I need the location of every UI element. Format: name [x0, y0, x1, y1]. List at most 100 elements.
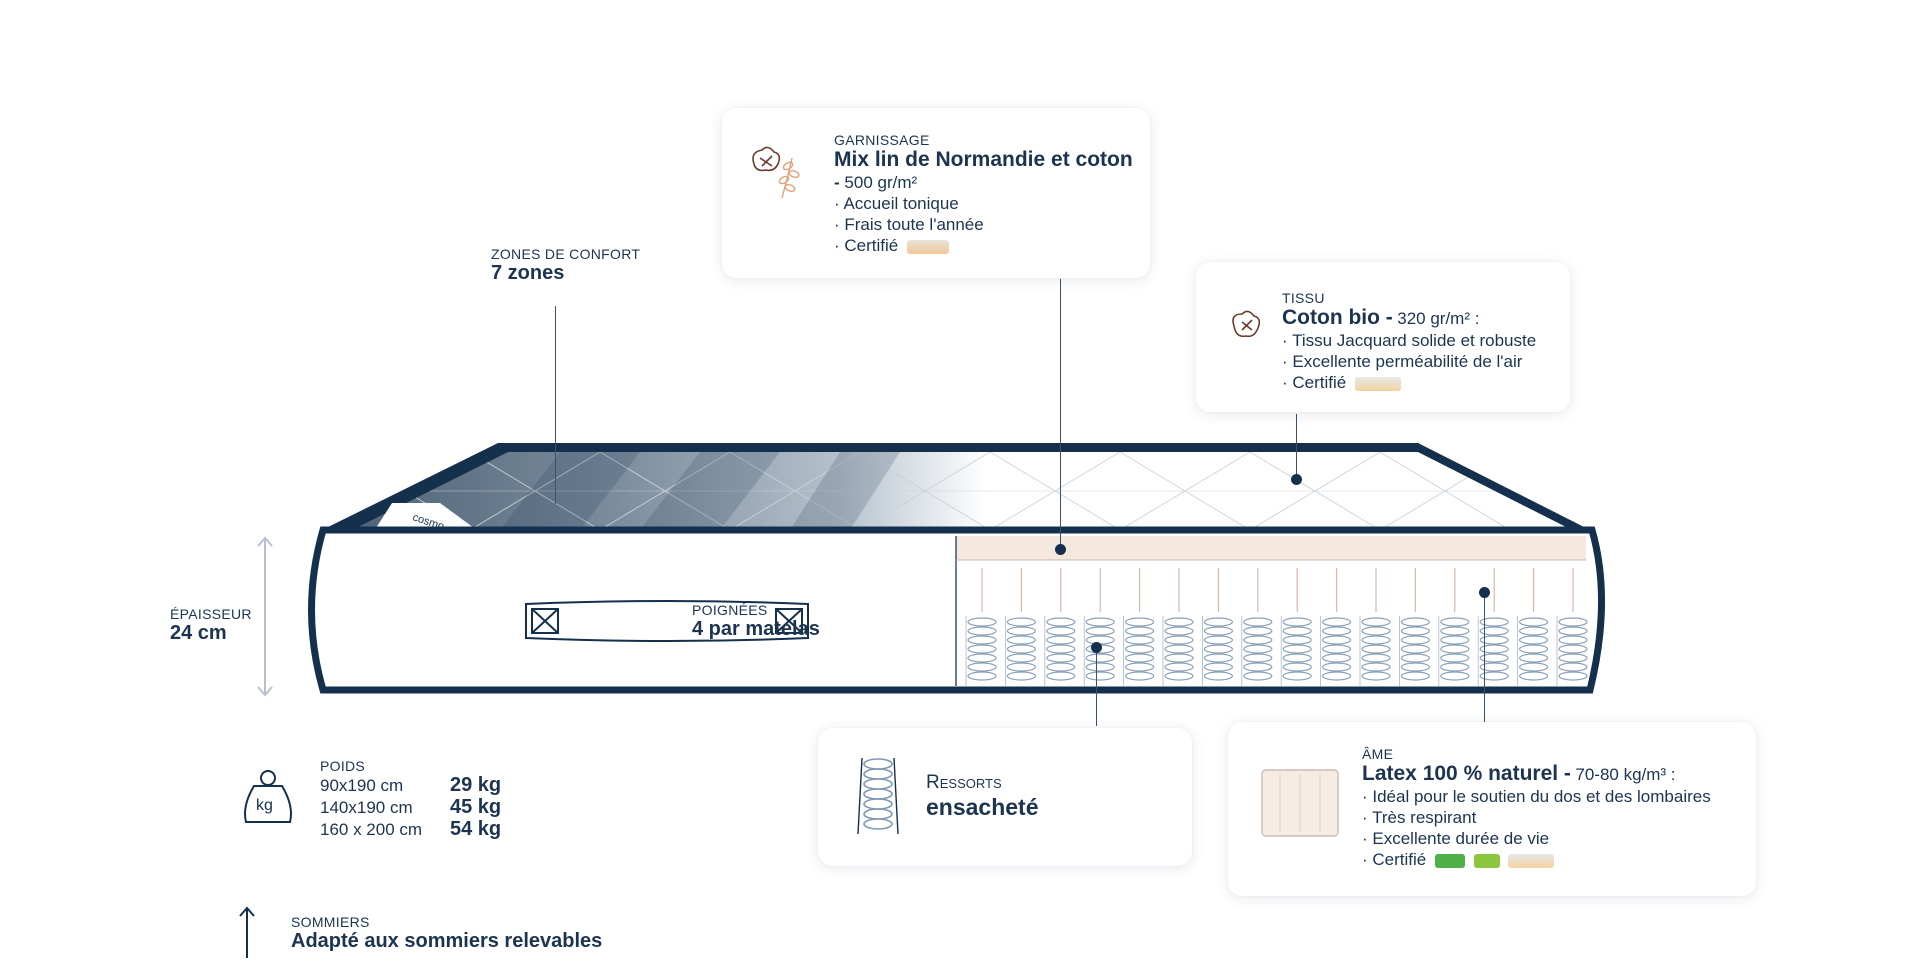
spring-coil [1518, 617, 1549, 627]
spring-coil [967, 653, 997, 663]
spring-coil [1203, 644, 1234, 654]
spring-coil [1518, 626, 1549, 636]
fabric-bullet-1: · Tissu Jacquard solide et robuste [1282, 331, 1537, 350]
springs-label: Ressorts [926, 772, 1002, 793]
spring-coil [1558, 653, 1588, 663]
spring-coil [1124, 626, 1155, 636]
spring-coil [1518, 662, 1549, 672]
spring-coil [1361, 653, 1391, 663]
spring-coil [1479, 635, 1509, 645]
cotton-flax-icon [752, 146, 800, 199]
spring-coil [1282, 671, 1312, 681]
spring-coil [1518, 644, 1549, 654]
fabric-leader [1296, 414, 1297, 480]
spring-coil [1440, 671, 1470, 681]
spring-coil [1282, 644, 1312, 654]
spring-coil [1518, 671, 1549, 681]
spring-coil [1124, 662, 1155, 672]
weight-row: 90x190 cm 29 kg [320, 774, 502, 796]
spring-coil [1321, 644, 1352, 654]
spring-coil [1400, 662, 1431, 672]
filling-dot [1055, 544, 1066, 555]
spring-coil [1164, 671, 1194, 681]
core-card: ÂME Latex 100 % naturel - 70-80 kg/m³ : … [1228, 722, 1756, 896]
spring-coil [1164, 662, 1194, 672]
comfort-zones-callout: ZONES DE CONFORT 7 zones [491, 246, 640, 285]
core-title-line: Latex 100 % naturel - 70-80 kg/m³ : [1362, 762, 1752, 786]
spring-coil [967, 671, 997, 681]
spring-coil [1282, 653, 1312, 663]
spring-coil [1321, 662, 1352, 672]
springs-leader [1096, 652, 1097, 726]
spring-coil [1400, 671, 1431, 681]
spring-coil [1479, 671, 1509, 681]
spring-coil [1085, 653, 1115, 663]
filling-title: Mix lin de Normandie et coton [834, 148, 1133, 171]
bases-value: Adapté aux sommiers relevables [291, 930, 603, 952]
spring-coil [1124, 644, 1155, 654]
spring-coil [1124, 635, 1155, 645]
spring-coil [1243, 671, 1273, 681]
spring-coil [1243, 635, 1273, 645]
spring-coil [1164, 644, 1194, 654]
springs-value: ensacheté [926, 794, 1039, 820]
spring-coil [1006, 662, 1037, 672]
core-bullet-3: · Excellente durée de vie [1362, 829, 1550, 848]
spring-coil [1321, 671, 1352, 681]
spring-coil [1046, 644, 1076, 654]
spring-coil [1361, 671, 1391, 681]
weight-label: POIDS [320, 758, 366, 774]
weight-row: 160 x 200 cm 54 kg [320, 818, 502, 840]
spring-coil [1361, 662, 1391, 672]
thickness-callout: ÉPAISSEUR 24 cm [170, 606, 252, 645]
spring-coil [1479, 617, 1509, 627]
spring-coil [1124, 653, 1155, 663]
thickness-arrow-icon [257, 536, 273, 697]
spring-coil [967, 644, 997, 654]
spring-coil [1164, 617, 1194, 627]
spring-coil [1203, 662, 1234, 672]
spring-coil [1400, 644, 1431, 654]
spring-coil [1321, 653, 1352, 663]
spring-coil [1440, 635, 1470, 645]
spring-coil [1282, 626, 1312, 636]
spring-coil [967, 635, 997, 645]
spring-coil [1006, 626, 1037, 636]
comfort-leader [555, 306, 556, 504]
core-bullet-1: · Idéal pour le soutien du dos et des lo… [1362, 787, 1711, 806]
spring-coil [1321, 626, 1352, 636]
weight-row: 140x190 cm 45 kg [320, 796, 502, 818]
spring-coil [1282, 635, 1312, 645]
spring-coil [1440, 617, 1470, 627]
spring-coil [1046, 653, 1076, 663]
spring-coil [1006, 671, 1037, 681]
spring-coil [1006, 653, 1037, 663]
oeko-tex-badge [906, 239, 949, 254]
spring-coil [1440, 644, 1470, 654]
filling-bullet-3: · Certifié [834, 235, 1144, 256]
core-title: Latex 100 % naturel - [1362, 762, 1571, 785]
weight-callout: POIDS 90x190 cm 29 kg 140x190 cm 45 kg 1… [320, 758, 501, 840]
thickness-label: ÉPAISSEUR [170, 606, 252, 622]
spring-coil [1400, 653, 1431, 663]
filling-card: GARNISSAGE Mix lin de Normandie et coton… [722, 108, 1150, 278]
spring-coil [1085, 662, 1115, 672]
spring-coil [1518, 635, 1549, 645]
spring-coil [967, 662, 997, 672]
spring-coil [1203, 626, 1234, 636]
spring-coil [1282, 617, 1312, 627]
fabric-weight: 320 gr/m² : [1397, 309, 1480, 328]
spring-coil [1558, 635, 1588, 645]
spring-coil [1361, 617, 1391, 627]
core-dot [1479, 587, 1490, 598]
spring-coil [1243, 617, 1273, 627]
fabric-card: TISSU Coton bio - 320 gr/m² : · Tissu Ja… [1196, 262, 1570, 412]
spring-coil [1440, 626, 1470, 636]
spring-coil [1006, 635, 1037, 645]
spring-coil [1479, 644, 1509, 654]
fabric-title: Coton bio - [1282, 306, 1393, 329]
handles-callout: POIGNÉES 4 par matelas [692, 602, 820, 641]
latex-block-icon [1261, 769, 1339, 837]
spring-coil [1361, 635, 1391, 645]
spring-coil [1203, 671, 1234, 681]
